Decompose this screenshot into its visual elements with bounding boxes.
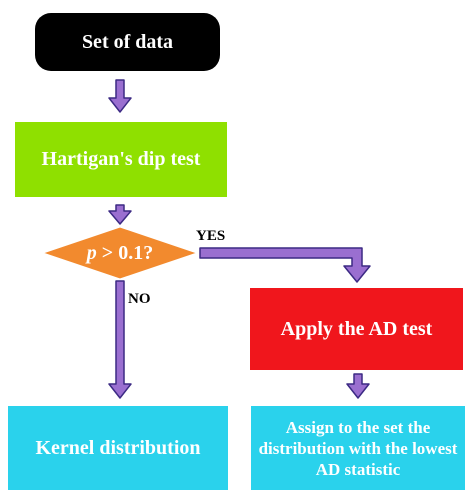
decision-variable: p xyxy=(86,241,97,264)
kernel-distribution-node: Kernel distribution xyxy=(8,406,228,490)
arrow-dip-to-decision xyxy=(108,204,132,225)
dip-test-label: Hartigan's dip test xyxy=(41,148,201,170)
arrow-no-branch xyxy=(108,280,132,399)
assign-distribution-node: Assign to the set the distribution with … xyxy=(251,406,465,490)
decision-condition: > 0.1? xyxy=(96,241,154,264)
assign-distribution-label: Assign to the set the distribution with … xyxy=(258,417,458,479)
arrow-yes-branch xyxy=(199,247,371,283)
decision-diamond xyxy=(41,226,199,280)
decision-label: p > 0.1? xyxy=(45,235,195,271)
start-node: Set of data xyxy=(35,13,220,71)
kernel-distribution-label: Kernel distribution xyxy=(35,436,201,459)
start-node-label: Set of data xyxy=(81,30,174,53)
dip-test-node: Hartigan's dip test xyxy=(15,122,227,197)
no-label: NO xyxy=(128,291,151,307)
ad-test-node: Apply the AD test xyxy=(250,288,463,370)
arrow-ad-to-assign xyxy=(346,373,370,399)
ad-test-label: Apply the AD test xyxy=(280,317,433,340)
yes-label: YES xyxy=(196,228,226,244)
arrow-start-to-dip xyxy=(108,79,132,113)
